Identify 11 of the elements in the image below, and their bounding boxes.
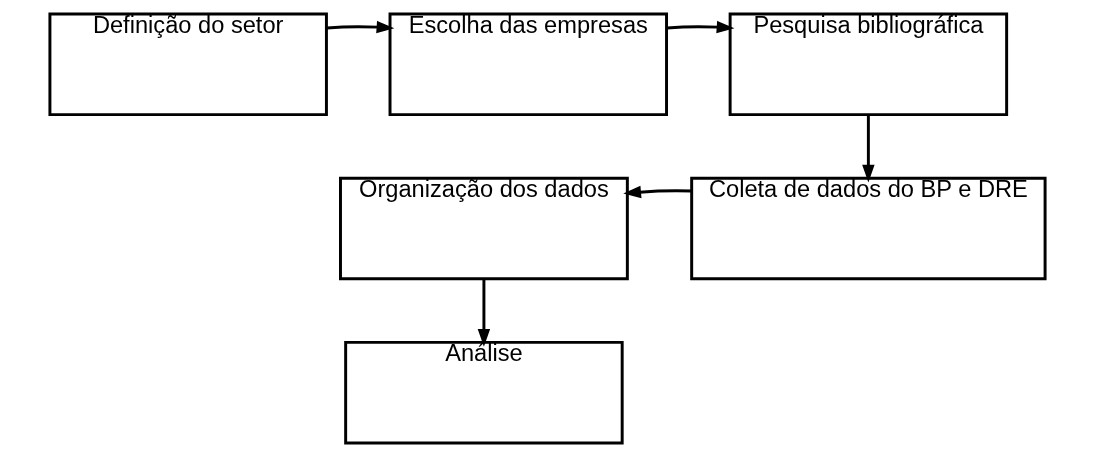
node-box: Coleta de dados do BP e DRE: [690, 176, 1047, 281]
arrow: [326, 20, 395, 34]
arrow: [623, 185, 692, 199]
node-box: Definição do setor: [48, 12, 328, 117]
node-box: Análise: [344, 340, 624, 445]
node-box: Escolha das empresas: [388, 12, 668, 117]
node-box: Pesquisa bibliográfica: [728, 12, 1009, 117]
arrow: [667, 20, 735, 34]
arrow: [862, 115, 875, 183]
arrow: [477, 279, 491, 347]
node-box: Organização dos dados: [339, 176, 629, 281]
